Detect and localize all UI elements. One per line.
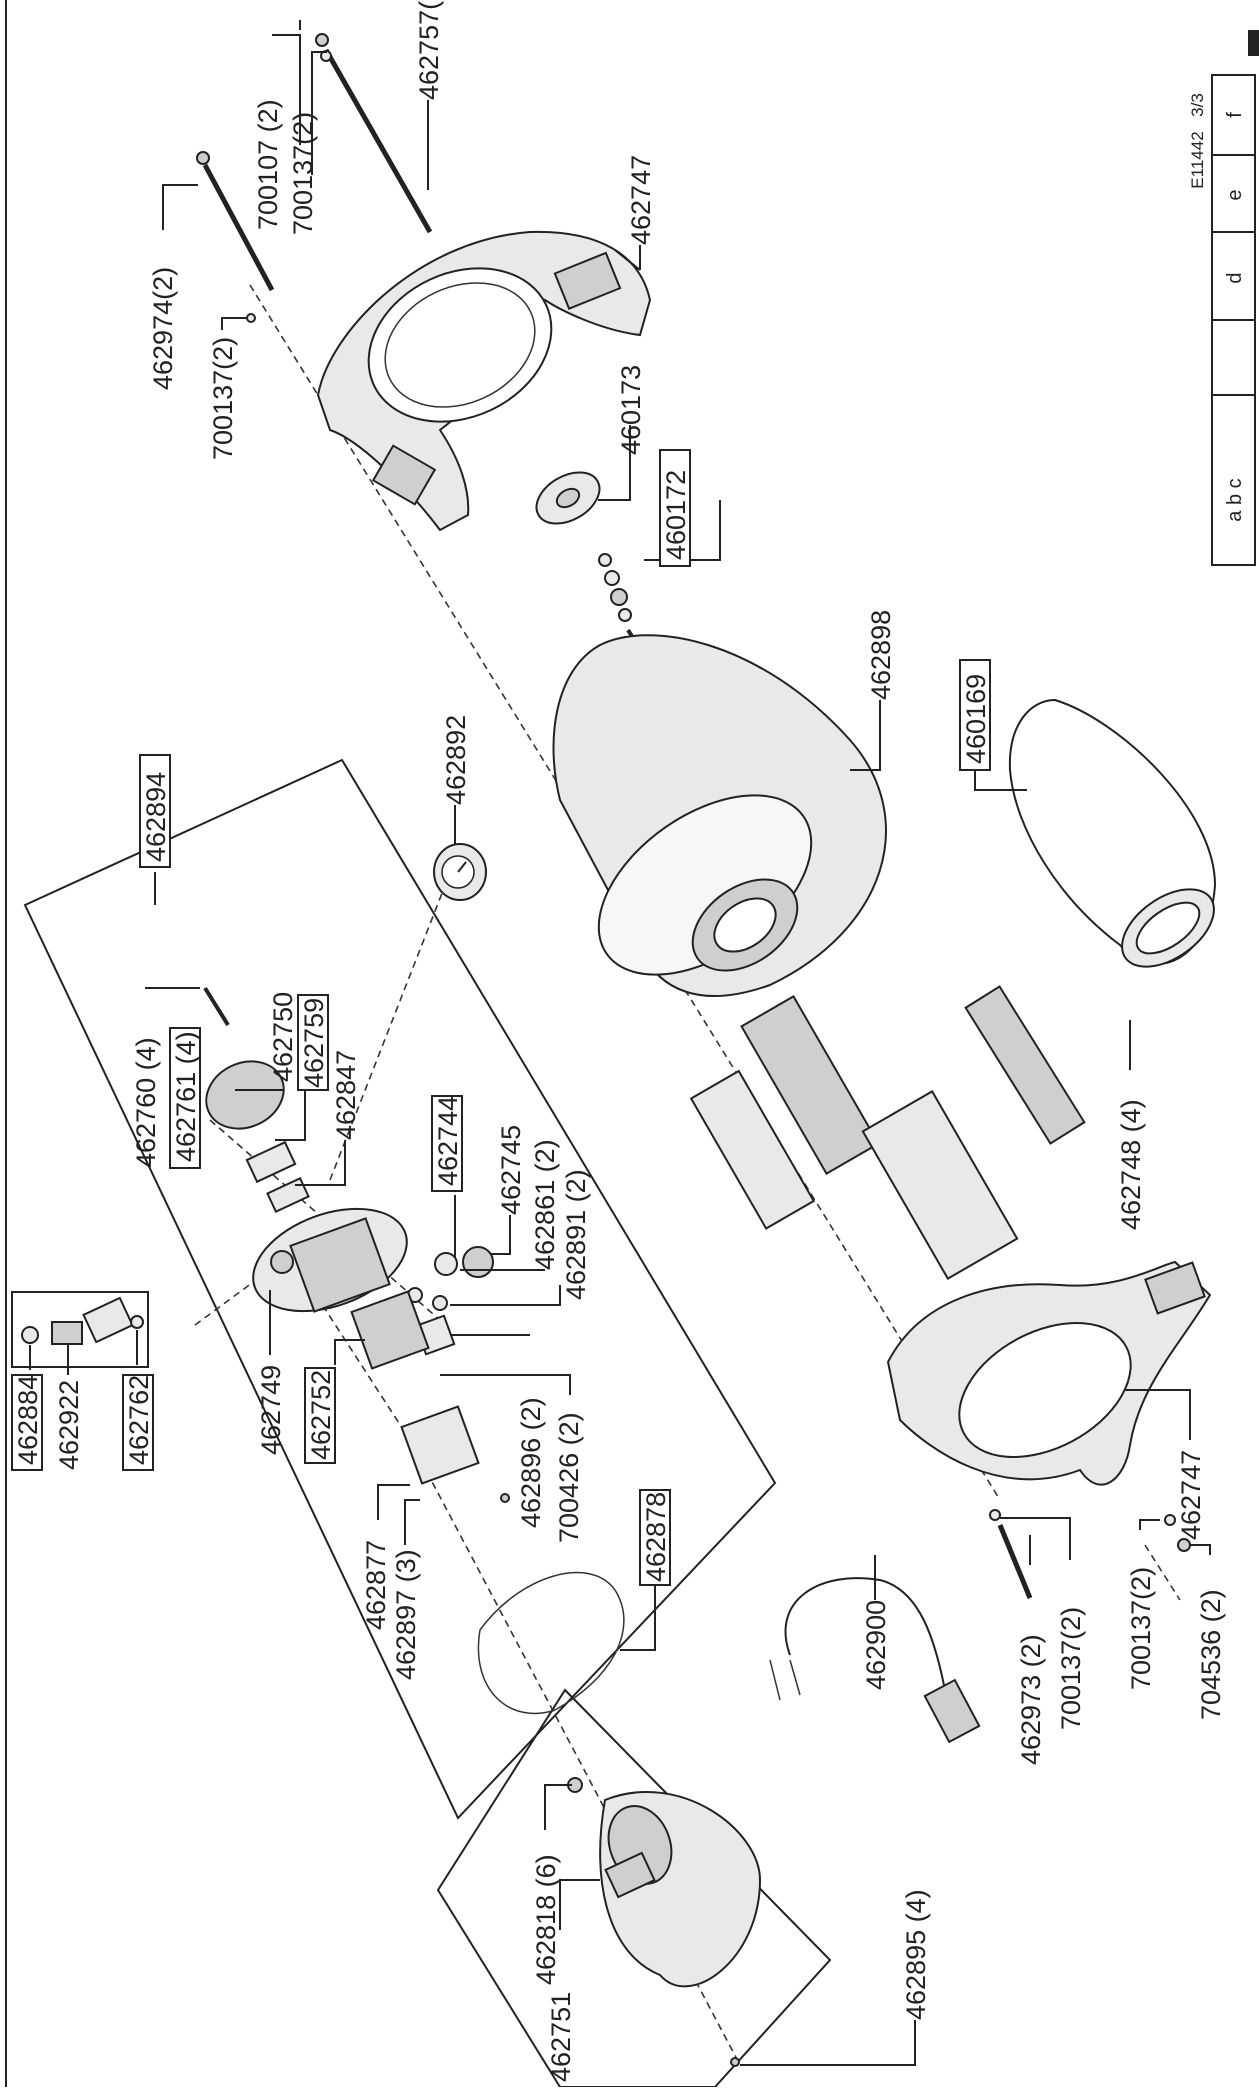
elbow-fitting — [82, 1296, 134, 1344]
label-700137-left: 700137(2) — [208, 337, 238, 460]
label-462750: 462750 — [268, 992, 298, 1082]
label-462897: 462897 (3) — [391, 1549, 421, 1680]
label-462762: 462762 — [124, 1375, 154, 1465]
washer-700137-left — [246, 313, 256, 323]
label-462752: 462752 — [306, 1370, 336, 1460]
label-460173: 460173 — [616, 365, 646, 455]
label-462748: 462748 (4) — [1116, 1099, 1146, 1230]
connector-462922 — [51, 1321, 83, 1345]
motor-housing-462749 — [252, 1207, 408, 1313]
leader-lines — [29, 20, 1211, 2066]
label-462878: 462878 — [641, 1492, 671, 1582]
capacitor-462748 — [964, 985, 1086, 1145]
label-462760: 462760 (4) — [131, 1037, 161, 1168]
valve-462744-462745 — [407, 1246, 494, 1311]
pressure-tank-462898 — [552, 634, 887, 998]
plug — [923, 1678, 981, 1744]
label-462847: 462847 — [331, 1050, 361, 1140]
label-462894: 462894 — [141, 772, 171, 862]
label-462877: 462877 — [361, 1540, 391, 1630]
label-462973: 462973 (2) — [1016, 1634, 1046, 1765]
label-462900: 462900 — [861, 1600, 891, 1690]
label-462747-upper: 462747 — [626, 155, 656, 245]
pump-head-462751 — [599, 1790, 762, 1988]
circuit-board-lower — [689, 1069, 816, 1230]
label-700137-top: 700137(2) — [288, 112, 318, 235]
end-bracket-lower — [886, 1260, 1212, 1486]
power-cable-462900 — [784, 1577, 946, 1691]
label-462818: 462818 (6) — [531, 1854, 561, 1985]
label-462896: 462896 (2) — [516, 1397, 546, 1528]
screw-462895 — [730, 2057, 740, 2067]
gauge-462892 — [433, 843, 487, 901]
tie-rod-head — [196, 151, 210, 165]
label-700426: 700426 (2) — [554, 1412, 584, 1543]
label-462898: 462898 — [866, 610, 896, 700]
washer-700137-lower — [1164, 1514, 1176, 1526]
bladder-460169 — [1008, 698, 1217, 968]
label-462751: 462751 — [546, 1992, 576, 2082]
assembly-group-frame-462894 — [23, 758, 777, 1820]
o-ring-462884 — [21, 1326, 39, 1344]
label-704536: 704536 (2) — [1196, 1589, 1226, 1720]
label-462895: 462895 (4) — [901, 1889, 931, 2020]
title-col-d: d — [1224, 272, 1246, 283]
part-labels: 462757(2) 700107 (2) 700137(2) 462747 46… — [13, 0, 1226, 2082]
label-460169: 460169 — [961, 674, 991, 764]
gasket-462878 — [477, 1571, 625, 1715]
tie-rod-462757 — [323, 48, 433, 234]
label-462757: 462757(2) — [414, 0, 444, 100]
label-460172: 460172 — [661, 470, 691, 560]
label-462861: 462861 (2) — [530, 1139, 560, 1270]
boxed-label-frames — [11, 449, 991, 1586]
circuit-board-upper — [740, 995, 880, 1175]
title-col-abc: a b c — [1224, 478, 1246, 521]
title-col-f: f — [1224, 112, 1246, 118]
pump-chamber-462752 — [350, 1290, 430, 1370]
label-462884: 462884 — [13, 1375, 43, 1465]
pump-body-462877 — [400, 1405, 480, 1485]
label-462892: 462892 — [441, 715, 471, 805]
label-462745: 462745 — [496, 1125, 526, 1215]
assembly-group-frame-462884 — [11, 1291, 149, 1368]
screw-462896 — [500, 1493, 510, 1503]
label-700137-bolt: 700137(2) — [1056, 1607, 1086, 1730]
tie-rod-462974 — [202, 163, 275, 292]
washer-700137-bolt — [989, 1509, 1001, 1521]
title-col-e: e — [1224, 189, 1246, 200]
label-462891: 462891 (2) — [561, 1169, 591, 1300]
title-block-marker — [1248, 30, 1259, 56]
screw-700107 — [315, 33, 329, 47]
fan-462750 — [205, 1060, 285, 1130]
label-462922: 462922 — [54, 1380, 84, 1470]
end-bracket-upper — [316, 230, 652, 532]
screw-462760 — [203, 986, 230, 1027]
title-block: f e d a b c 3/3 E11442 — [1188, 30, 1259, 566]
sheet-number: 3/3 — [1188, 93, 1207, 117]
o-ring-462762 — [130, 1315, 144, 1329]
label-462749: 462749 — [256, 1365, 286, 1455]
document-id: E11442 — [1188, 131, 1207, 188]
terminal-block — [861, 1090, 1019, 1280]
label-462761: 462761 (4) — [171, 1031, 201, 1162]
label-462747-lower: 462747 — [1176, 1450, 1206, 1540]
bolt-462973 — [997, 1524, 1033, 1599]
label-700137-lower: 700137(2) — [1126, 1567, 1156, 1690]
seal-462759 — [245, 1140, 297, 1184]
label-700107: 700107 (2) — [253, 99, 283, 230]
filter-462847 — [266, 1177, 310, 1213]
label-462759: 462759 — [299, 998, 329, 1088]
label-462974: 462974(2) — [148, 267, 178, 390]
label-462744: 462744 — [433, 1096, 463, 1186]
